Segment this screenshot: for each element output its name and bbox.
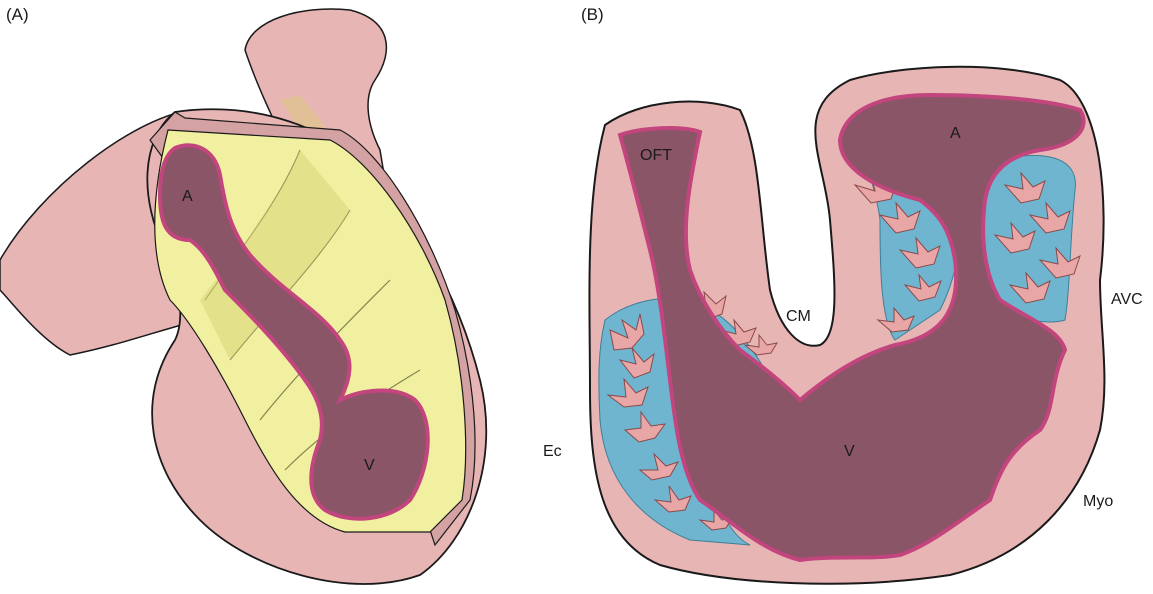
panel-b-ventricle-label: V	[844, 443, 855, 460]
panel-b-avc-label: AVC	[1111, 291, 1143, 308]
panel-b-label: (B)	[581, 5, 604, 24]
panel-b-atrium-label: A	[950, 125, 961, 142]
panel-b: (B)	[543, 5, 1143, 584]
panel-b-ec-label: Ec	[543, 443, 562, 460]
panel-b-oft-label: OFT	[640, 147, 672, 164]
panel-a-atrium-label: A	[182, 188, 193, 205]
panel-a: (A) A V	[0, 5, 486, 584]
panel-b-cm-label: CM	[786, 308, 811, 325]
panel-a-ventricle-label: V	[364, 457, 375, 474]
panel-a-label: (A)	[6, 5, 29, 24]
panel-b-myo-label: Myo	[1083, 493, 1113, 510]
